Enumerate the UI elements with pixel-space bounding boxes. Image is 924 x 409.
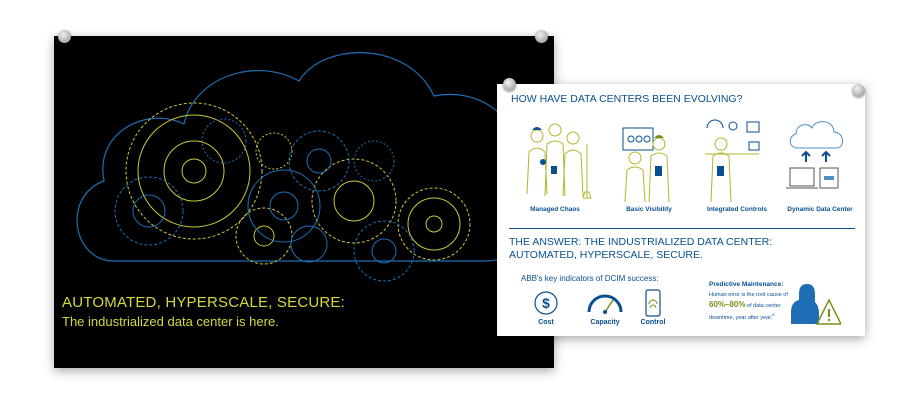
stage-label: Dynamic Data Center <box>787 206 853 213</box>
cloud-with-devices-icon <box>786 121 843 189</box>
predictive-line-3: downtime, year after year.8 <box>709 312 775 321</box>
answer-line-1: THE ANSWER: THE INDUSTRIALIZED DATA CENT… <box>509 236 773 248</box>
stage-label: Basic Visibility <box>626 206 672 213</box>
pin-icon <box>535 30 548 43</box>
pin-icon <box>503 78 516 91</box>
predictive-line-1: Human error is the root cause of <box>709 292 788 298</box>
kpi-label: Control <box>640 319 666 326</box>
kpi-label: Capacity <box>590 319 620 326</box>
crowd-of-workers-icon <box>526 123 592 199</box>
predictive-title: Predictive Maintenance: <box>709 281 784 288</box>
kpi-control: Control <box>628 288 678 332</box>
fingerprint-phone-icon <box>645 289 661 317</box>
answer-heading: THE ANSWER: THE INDUSTRIALIZED DATA CENT… <box>509 236 772 262</box>
light-poster: HOW HAVE DATA CENTERS BEEN EVOLVING? Man… <box>497 84 865 336</box>
dark-poster: AUTOMATED, HYPERSCALE, SECURE: The indus… <box>54 36 554 368</box>
stage-label: Managed Chaos <box>530 206 580 213</box>
predictive-percent: 60%–80% <box>709 300 746 309</box>
svg-text:$: $ <box>542 295 550 311</box>
predictive-line-3-text: downtime, year after year. <box>709 314 773 321</box>
footnote-mark: 8 <box>772 312 775 317</box>
kpi-capacity: Capacity <box>580 288 630 332</box>
stage-integrated-controls: Integrated Controls <box>697 114 777 224</box>
predictive-line-2: 60%–80% of data center <box>709 300 781 309</box>
kpi-label: Cost <box>538 319 554 326</box>
pin-icon <box>58 30 71 43</box>
stage-basic-visibility: Basic Visibility <box>609 114 689 224</box>
predictive-line-2-text: of data center <box>747 303 781 309</box>
warning-person-icon <box>791 284 841 325</box>
infographic-title: HOW HAVE DATA CENTERS BEEN EVOLVING? <box>511 93 743 105</box>
stage-dynamic-data-center: Dynamic Data Center <box>780 114 860 224</box>
gauge-icon <box>587 294 623 314</box>
subheadline: The industrialized data center is here. <box>62 314 279 329</box>
cloud-outline-icon <box>76 52 532 262</box>
answer-line-2: AUTOMATED, HYPERSCALE, SECURE. <box>509 249 703 261</box>
stage-label: Integrated Controls <box>707 206 767 213</box>
worker-at-control-desk-icon <box>705 119 760 203</box>
kpi-title: ABB's key indicators of DCIM success: <box>521 274 659 283</box>
workers-with-monitor-icon <box>622 127 670 203</box>
pin-icon <box>852 84 865 97</box>
kpi-cost: $ Cost <box>521 288 571 332</box>
dollar-coin-icon: $ <box>534 291 558 315</box>
stage-managed-chaos: Managed Chaos <box>515 114 595 224</box>
divider <box>509 228 855 229</box>
headline: AUTOMATED, HYPERSCALE, SECURE: <box>62 294 346 311</box>
